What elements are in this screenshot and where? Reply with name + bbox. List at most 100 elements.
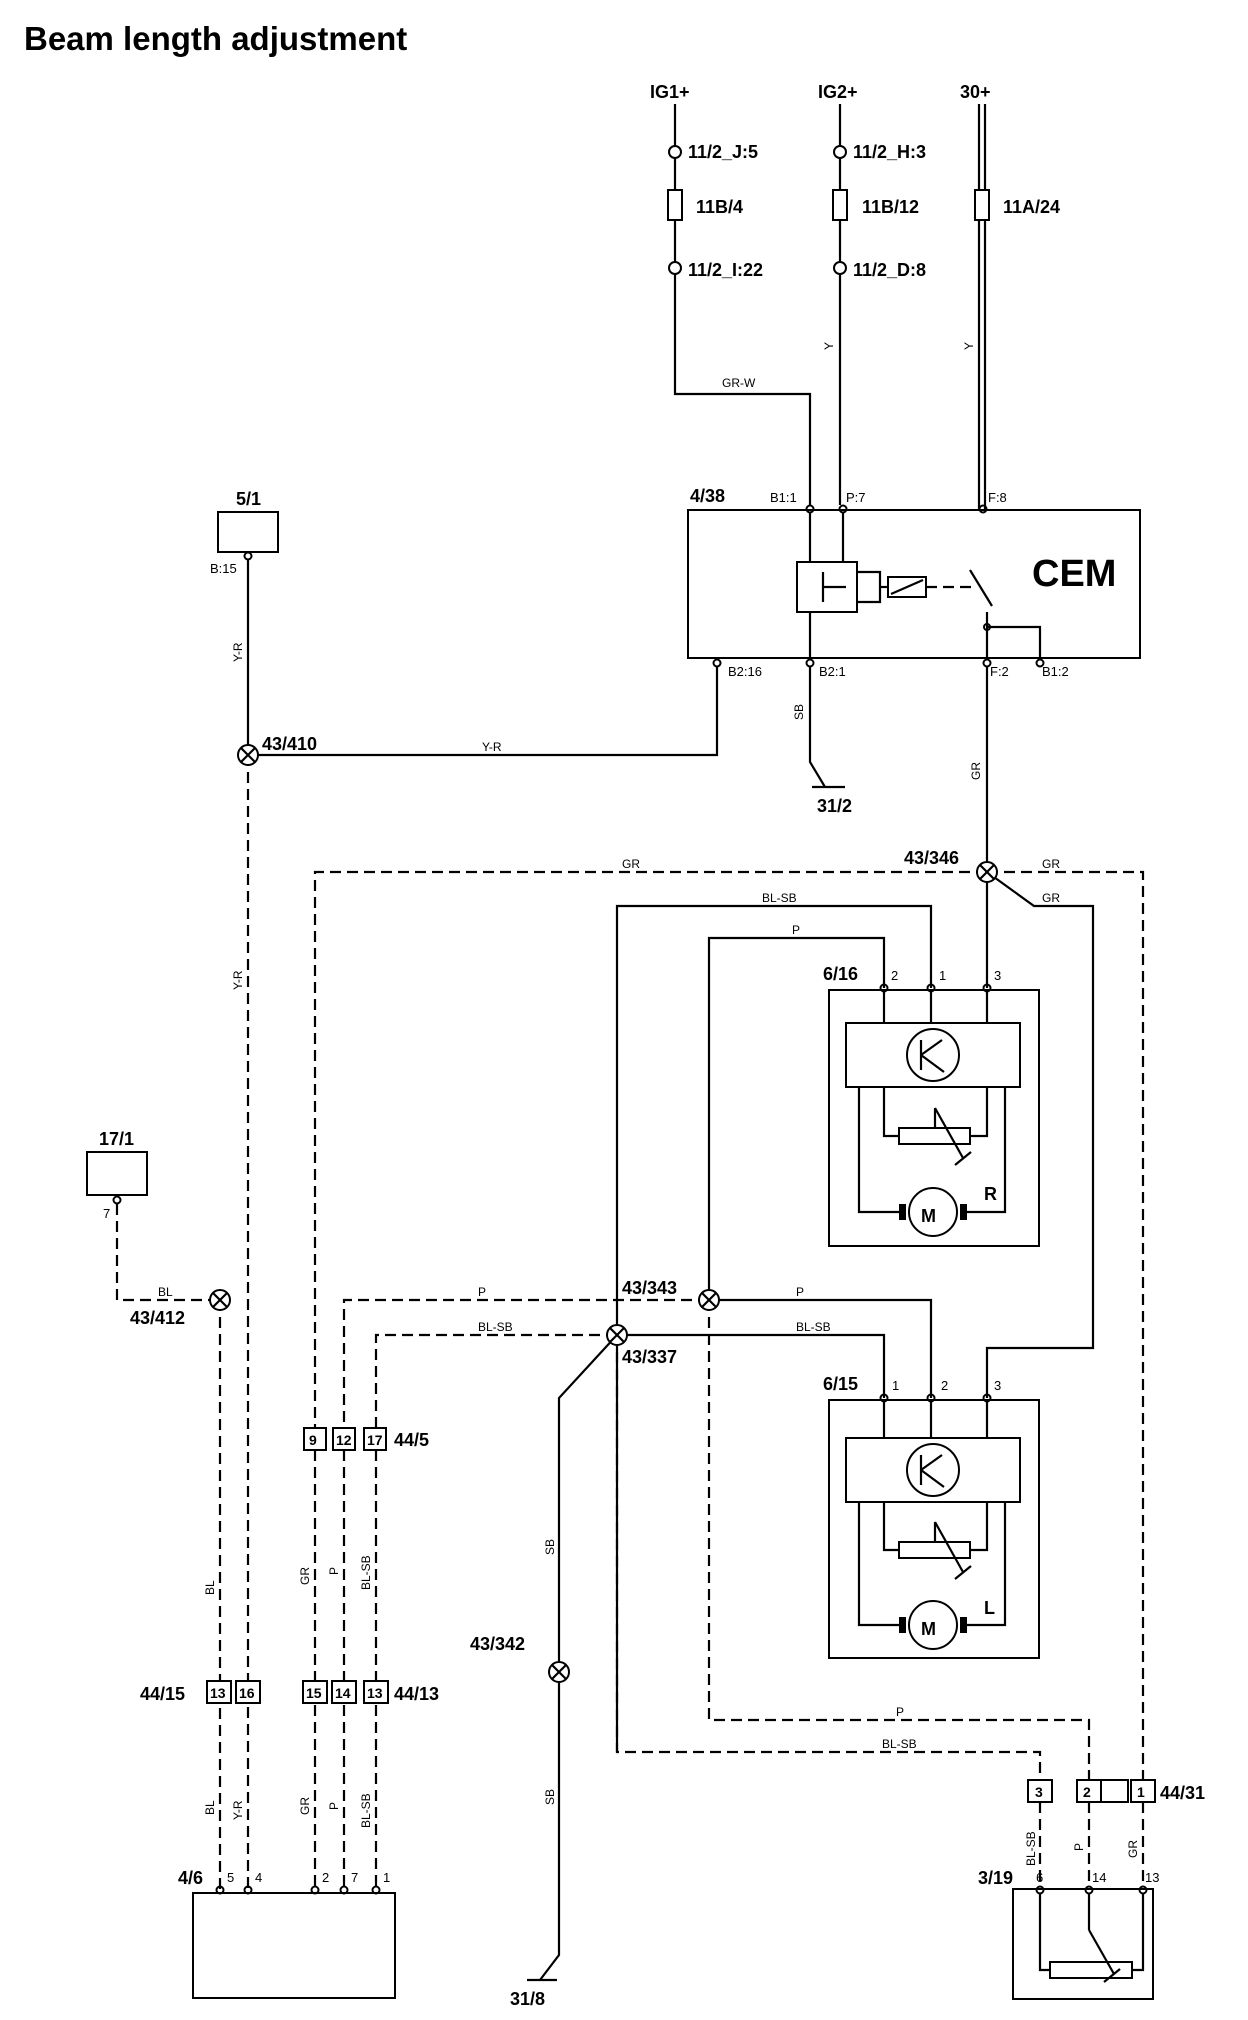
sensor-6-16-pin-3: 3: [994, 968, 1001, 983]
wire-p-to-6-15: [709, 1298, 933, 1398]
cem-pin-b11: B1:1: [770, 490, 797, 505]
wire-gr-left-dashed: [313, 870, 987, 1440]
component-17-1-id: 17/1: [99, 1129, 134, 1149]
splice-43-410-label: 43/410: [262, 734, 317, 754]
wire-sb-to-ground: [539, 1334, 618, 1981]
sensor-6-16-pin-1: 1: [939, 968, 946, 983]
connector-44-13-pin-15: 15: [306, 1685, 322, 1701]
connector-44-15-pin-16: 16: [239, 1685, 255, 1701]
cem-internals: [712, 504, 1045, 668]
ig1-feed: [667, 104, 812, 505]
wire-p-label-mid: P: [478, 1285, 486, 1299]
wire-sb-label-2: SB: [543, 1789, 557, 1805]
cem-pin-f8: F:8: [988, 490, 1007, 505]
wire-gr-label-right: GR: [1042, 857, 1060, 871]
component-4-6: [192, 1892, 396, 1999]
diagram-title: Beam length adjustment: [24, 20, 407, 57]
cem-pin-b12: B1:2: [1042, 664, 1069, 679]
cem-ground: [808, 666, 845, 789]
wire-y-r-label-2: Y-R: [482, 740, 502, 754]
wire-gr-label-3-19: GR: [1126, 1840, 1140, 1858]
component-5-1-id: 5/1: [236, 489, 261, 509]
connector-44-31-id: 44/31: [1160, 1783, 1205, 1803]
fuse-point-i22: 11/2_I:22: [688, 260, 763, 280]
sensor-6-16-internals: [845, 983, 1021, 1237]
wire-bl-sb-label-low2: BL-SB: [359, 1793, 373, 1828]
sensor-6-15-internals: [845, 1393, 1021, 1650]
wire-p-label-3-19: P: [1072, 1843, 1086, 1851]
splice-43-343-label: 43/343: [622, 1278, 677, 1298]
wire-bl-sb-label-mid: BL-SB: [478, 1320, 513, 1334]
wire-bl-label-mid: BL: [203, 1580, 217, 1595]
splice-43-412-label: 43/412: [130, 1308, 185, 1328]
connector-44-13: [302, 1680, 389, 1704]
wire-sb-label-1: SB: [543, 1539, 557, 1555]
connector-44-15-pin-13: 13: [210, 1685, 226, 1701]
connector-44-31-pin-2: 2: [1083, 1784, 1091, 1800]
component-3-19: [1012, 1888, 1154, 2000]
sensor-6-16-pin-2: 2: [891, 968, 898, 983]
component-5-1-pin: B:15: [210, 561, 237, 576]
cem-pin-b216: B2:16: [728, 664, 762, 679]
component-4-6-pin-7: 7: [351, 1870, 358, 1885]
supply-ig2-label: IG2+: [818, 82, 858, 102]
wire-bl-label-low: BL: [203, 1800, 217, 1815]
cem-pin-b21: B2:1: [819, 664, 846, 679]
wire-p-label-low: P: [896, 1705, 904, 1719]
wire-y-ig2: Y: [822, 342, 836, 350]
wire-p-6-16: [707, 936, 886, 1300]
fuse-point-d8: 11/2_D:8: [853, 260, 926, 280]
splice-43-337-label: 43/337: [622, 1347, 677, 1367]
wire-p-label-top: P: [792, 923, 800, 937]
wire-gr-to-6-15: [985, 871, 1095, 1398]
wire-gr-label-low: GR: [298, 1797, 312, 1815]
splice-43-412: [209, 1289, 231, 1311]
sensor-letter-l: L: [984, 1598, 995, 1618]
ground-31-8: 31/8: [510, 1989, 545, 2009]
supply-ig1-label: IG1+: [650, 82, 690, 102]
component-3-19-pin-13: 13: [1145, 1870, 1159, 1885]
wire-y-r-label-1: Y-R: [231, 642, 245, 662]
splice-43-337: [606, 1324, 628, 1346]
connector-44-5-id: 44/5: [394, 1430, 429, 1450]
supply-30-label: 30+: [960, 82, 991, 102]
sensor-6-15-pin-2: 2: [941, 1378, 948, 1393]
splice-43-342: [548, 1661, 570, 1683]
splice-43-342-label: 43/342: [470, 1634, 525, 1654]
wire-bl-sb-label-3-19: BL-SB: [1024, 1831, 1038, 1866]
wire-gr-label-cem: GR: [969, 762, 983, 780]
wire-sb-cem: SB: [792, 704, 806, 720]
cem-label: CEM: [1032, 553, 1116, 595]
connector-44-13-id: 44/13: [394, 1684, 439, 1704]
cem-pin-f2: F:2: [990, 664, 1009, 679]
wire-bl-17-1: [115, 1204, 220, 1302]
connector-44-31-pin-3: 3: [1035, 1784, 1043, 1800]
fuse-11b4-label: 11B/4: [696, 197, 743, 217]
connector-44-15: [206, 1680, 261, 1704]
connector-44-5-pin-12: 12: [336, 1432, 352, 1448]
wire-p-label-6-15: P: [796, 1285, 804, 1299]
component-3-19-pin-14: 14: [1092, 1870, 1106, 1885]
fuse-11a24-label: 11A/24: [1003, 197, 1060, 217]
wire-bl-sb-label-h1: BL-SB: [359, 1555, 373, 1590]
ig2-feed: [832, 104, 848, 505]
sensor-letter-r: R: [984, 1184, 997, 1204]
wire-bl-sb-dashed-left: [374, 1333, 617, 1440]
cem-pin-p7: P:7: [846, 490, 866, 505]
sensor-6-15-pin-1: 1: [892, 1378, 899, 1393]
connector-44-13-pin-13: 13: [367, 1685, 383, 1701]
connector-44-13-pin-14: 14: [335, 1685, 351, 1701]
component-4-6-id: 4/6: [178, 1868, 203, 1888]
fuse-11b12-label: 11B/12: [862, 197, 919, 217]
wire-p-label-low2: P: [327, 1802, 341, 1810]
component-4-6-pins: [215, 1885, 381, 1895]
splice-43-410: [237, 744, 259, 766]
component-17-1: [86, 1151, 148, 1196]
wire-y-30: Y: [962, 342, 976, 350]
component-4-6-pin-4: 4: [255, 1870, 262, 1885]
splice-43-346: [976, 861, 998, 883]
component-3-19-internals: [1035, 1885, 1148, 1983]
wire-bl-sb-label-low: BL-SB: [882, 1737, 917, 1751]
component-17-1-pin: 7: [103, 1206, 110, 1221]
